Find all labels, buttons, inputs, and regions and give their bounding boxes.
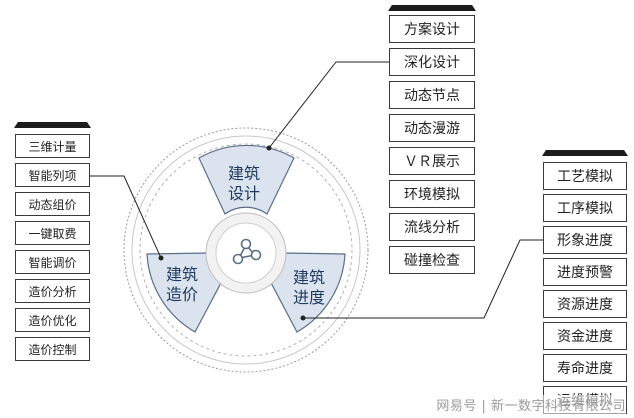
segment-label-line: 造价 [165, 285, 198, 304]
right-panel-header-bar [542, 150, 628, 156]
connector-progress-to-list [303, 239, 543, 319]
right-list-item: 资金进度 [543, 322, 627, 350]
segment-label-design: 建筑 设计 [214, 164, 274, 204]
connector-dot-progress [300, 315, 306, 321]
middle-list-item: 深化设计 [389, 48, 475, 76]
middle-list-item: ＶＲ展示 [389, 147, 475, 175]
connector-design-to-list [268, 61, 389, 149]
middle-list-item: 流线分析 [389, 213, 475, 241]
right-list-item: 形象进度 [543, 226, 627, 254]
middle-list-item: 动态节点 [389, 81, 475, 109]
segment-architectural-design [198, 144, 295, 215]
right-list-item: 工序模拟 [543, 194, 627, 222]
left-list-item: 动态组价 [15, 192, 90, 216]
left-list-item: 智能列项 [15, 163, 90, 187]
right-list-item: 进度预警 [543, 258, 627, 286]
inner-ring-dashed [139, 143, 353, 357]
right-list-item: 资源进度 [543, 290, 627, 318]
segment-label-line: 建筑 [165, 265, 198, 284]
right-list-item: 寿命进度 [543, 354, 627, 382]
connector-dot-design [266, 145, 272, 151]
share-nodes-icon [232, 238, 262, 265]
segment-label-line: 建筑 [227, 164, 260, 183]
middle-panel-header-bar [388, 5, 476, 11]
left-list-item: 造价优化 [15, 308, 90, 332]
left-list-item: 一键取费 [15, 221, 90, 245]
middle-list-item: 环境模拟 [389, 180, 475, 208]
segment-label-cost: 建筑 造价 [152, 265, 212, 305]
watermark-text: 网易号 | 新一数字科技有限公司 [436, 395, 626, 414]
left-list-item: 智能调价 [15, 250, 90, 274]
middle-list-item: 碰撞检查 [389, 246, 475, 274]
middle-list-item: 动态漫游 [389, 114, 475, 142]
middle-list-item: 方案设计 [389, 15, 475, 43]
segment-label-line: 进度 [292, 288, 325, 307]
right-list-item: 工艺模拟 [543, 162, 627, 190]
left-list-item: 造价分析 [15, 279, 90, 303]
left-list-item: 三维计量 [15, 134, 90, 158]
connector-cost-to-list [90, 175, 162, 259]
hub-inner [215, 222, 277, 284]
segment-label-line: 设计 [227, 184, 260, 203]
left-panel-header-bar [14, 122, 91, 128]
segment-label-progress: 建筑 进度 [279, 268, 339, 308]
outer-ring-dashed [123, 127, 369, 373]
connector-dot-cost [158, 255, 164, 261]
outer-ring [131, 135, 361, 365]
segment-label-line: 建筑 [292, 268, 325, 287]
left-list-item: 造价控制 [15, 337, 90, 361]
